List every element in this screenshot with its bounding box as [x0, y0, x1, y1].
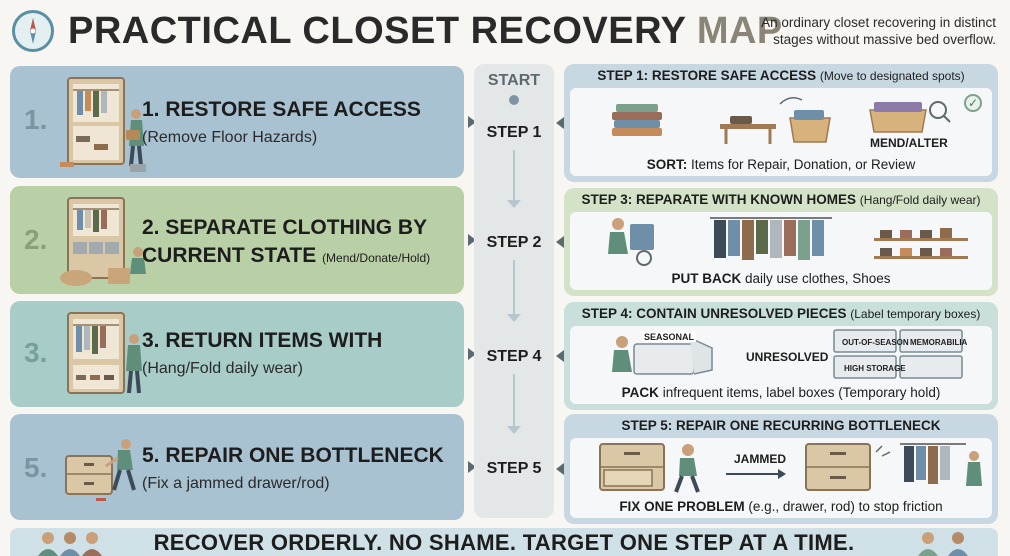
stage-subheading: (Fix a jammed drawer/rod): [142, 475, 330, 492]
stage-heading-line1: 2. SEPARATE CLOTHING BY: [142, 216, 428, 239]
step-card-5: STEP 5: REPAIR ONE RECURRING BOTTLENECK …: [556, 414, 998, 524]
box-label-seasonal: SEASONAL: [642, 332, 697, 342]
arrow-down-icon: [507, 200, 521, 208]
step-track: START STEP 1 STEP 2 STEP 4 STEP 5: [474, 64, 554, 518]
people-group-icon: [38, 532, 102, 556]
track-step-4: STEP 4: [486, 348, 542, 365]
step-card-4: STEP 4: CONTAIN UNRESOLVED PIECES (Label…: [556, 302, 998, 410]
card-heading-text: STEP 3: REPARATE WITH KNOWN HOMES: [581, 192, 857, 207]
stage-heading: 3. RETURN ITEMS WITH: [142, 329, 383, 352]
caption-rest: Items for Repair, Donation, or Review: [687, 157, 916, 172]
card-heading-text: STEP 5: REPAIR ONE RECURRING BOTTLENECK: [621, 418, 941, 433]
checkmark-icon: ✓: [964, 94, 982, 112]
step-card-3: STEP 3: REPARATE WITH KNOWN HOMES (Hang/…: [556, 188, 998, 296]
box-label-out-of-season: OUT-OF-SEASON: [842, 338, 909, 347]
title-main: PRACTICAL CLOSET RECOVERY: [68, 10, 697, 52]
stage-panel-5: 5. 5. REPAIR ONE BOTTLENECK (Fix a jamme…: [10, 414, 476, 520]
caption-bold: FIX ONE PROBLEM: [619, 499, 745, 514]
closet-rehang-illustration: [67, 312, 142, 394]
footer-banner: RECOVER ORDERLY. NO SHAME. TARGET ONE ST…: [10, 528, 998, 556]
header: PRACTICAL CLOSET RECOVERY MAP An ordinar…: [0, 0, 1010, 64]
footer-slogan: RECOVER ORDERLY. NO SHAME. TARGET ONE ST…: [153, 530, 855, 555]
stage-subheading: (Mend/Donate/Hold): [322, 251, 431, 265]
stage-subheading: (Remove Floor Hazards): [142, 129, 318, 146]
unresolved-label: UNRESOLVED: [746, 350, 829, 364]
connector-line: [513, 150, 515, 200]
panel-arrow-icon: [468, 234, 476, 246]
arrow-down-icon: [507, 314, 521, 322]
sorting-bins-illustration: [60, 197, 146, 286]
box-label-memorabilia: MEMORABILIA: [910, 338, 968, 347]
card-arrow-icon: [556, 463, 564, 475]
track-step-5: STEP 5: [486, 460, 542, 477]
caption-bold: PUT BACK: [671, 271, 742, 286]
card-body: PUT BACK daily use clothes, Shoes: [570, 212, 992, 290]
page-title: PRACTICAL CLOSET RECOVERY MAP: [68, 10, 783, 53]
stage-panel-2: 2. 2. SEPARATE CLOTHING BY CURRENT STATE…: [10, 186, 476, 294]
people-group-icon: [918, 532, 968, 556]
start-label: START: [487, 72, 541, 89]
stage-number: 2.: [24, 224, 48, 255]
card-caption: PUT BACK daily use clothes, Shoes: [570, 271, 992, 286]
card-arrow-icon: [556, 117, 564, 129]
caption-rest: daily use clothes, Shoes: [741, 271, 891, 286]
track-step-1: STEP 1: [486, 124, 542, 141]
stage-number: 5.: [24, 452, 48, 483]
stage-heading-line2-text: CURRENT STATE: [142, 244, 317, 267]
stage-heading-line2: CURRENT STATE (Mend/Donate/Hold): [142, 242, 430, 272]
track-step-2: STEP 2: [486, 234, 542, 251]
caption-rest: infrequent items, label boxes (Temporary…: [658, 385, 941, 400]
title-accent: MAP: [696, 10, 783, 52]
card-caption: PACK infrequent items, label boxes (Temp…: [570, 385, 992, 400]
card-body: JAMMED FIX ONE PROBLEM (e.g., drawer, ro…: [570, 438, 992, 518]
card-heading: STEP 4: CONTAIN UNRESOLVED PIECES (Label…: [564, 302, 998, 326]
caption-rest: (e.g., drawer, rod) to stop friction: [744, 499, 943, 514]
card-arrow-icon: [556, 236, 564, 248]
stage-panel-1: 1. 1. RESTORE SAFE ACCESS (Remove Floor …: [10, 66, 476, 178]
card-heading-paren: (Label temporary boxes): [850, 307, 981, 321]
card-caption: SORT: Items for Repair, Donation, or Rev…: [570, 157, 992, 172]
mend-alter-label: MEND/ALTER: [870, 136, 948, 150]
step-card-1: STEP 1: RESTORE SAFE ACCESS (Move to des…: [556, 64, 998, 182]
pack-boxes-illustration: [612, 329, 963, 379]
closet-floor-hazards-illustration: [60, 77, 146, 172]
panel-arrow-icon: [468, 348, 476, 360]
card-heading-paren: (Move to designated spots): [819, 69, 965, 83]
card-body: SEASONAL UNRESOLVED OUT-OF-SEASON MEMORA…: [570, 326, 992, 404]
panel-arrow-icon: [468, 461, 476, 473]
put-back-illustration: [608, 217, 968, 266]
card-heading: STEP 5: REPAIR ONE RECURRING BOTTLENECK: [564, 414, 998, 438]
sorting-illustration: [612, 97, 951, 144]
card-heading-text: STEP 4: CONTAIN UNRESOLVED PIECES: [581, 306, 847, 321]
arrow-down-icon: [507, 426, 521, 434]
stage-heading: 1. RESTORE SAFE ACCESS: [142, 98, 421, 121]
connector-line: [513, 374, 515, 426]
start-dot-icon: [509, 95, 519, 105]
page-subtitle: An ordinary closet recovering in distinc…: [761, 15, 996, 47]
caption-bold: SORT:: [646, 157, 688, 172]
stage-number: 1.: [24, 104, 48, 135]
card-heading-paren: (Hang/Fold daily wear): [859, 193, 981, 207]
panel-arrow-icon: [468, 116, 476, 128]
compass-icon: [12, 10, 54, 52]
card-arrow-icon: [556, 350, 564, 362]
card-caption: FIX ONE PROBLEM (e.g., drawer, rod) to s…: [570, 499, 992, 514]
connector-line: [513, 260, 515, 314]
stage-heading: 5. REPAIR ONE BOTTLENECK: [142, 444, 444, 467]
caption-bold: PACK: [621, 385, 659, 400]
jammed-label: JAMMED: [734, 452, 787, 466]
stage-number: 3.: [24, 337, 48, 368]
card-heading-text: STEP 1: RESTORE SAFE ACCESS: [597, 68, 817, 83]
drawer-repair-illustration: [65, 439, 136, 501]
card-heading: STEP 3: REPARATE WITH KNOWN HOMES (Hang/…: [564, 188, 998, 212]
box-label-high-storage: HIGH STORAGE: [844, 364, 906, 373]
fix-drawer-illustration: [599, 443, 982, 493]
stage-panel-3: 3. 3. RETURN ITEMS WITH (Hang/Fold daily…: [10, 301, 476, 407]
card-body: MEND/ALTER ✓ SORT: Items for Repair, Don…: [570, 88, 992, 176]
stage-subheading: (Hang/Fold daily wear): [142, 360, 303, 377]
card-heading: STEP 1: RESTORE SAFE ACCESS (Move to des…: [564, 64, 998, 88]
